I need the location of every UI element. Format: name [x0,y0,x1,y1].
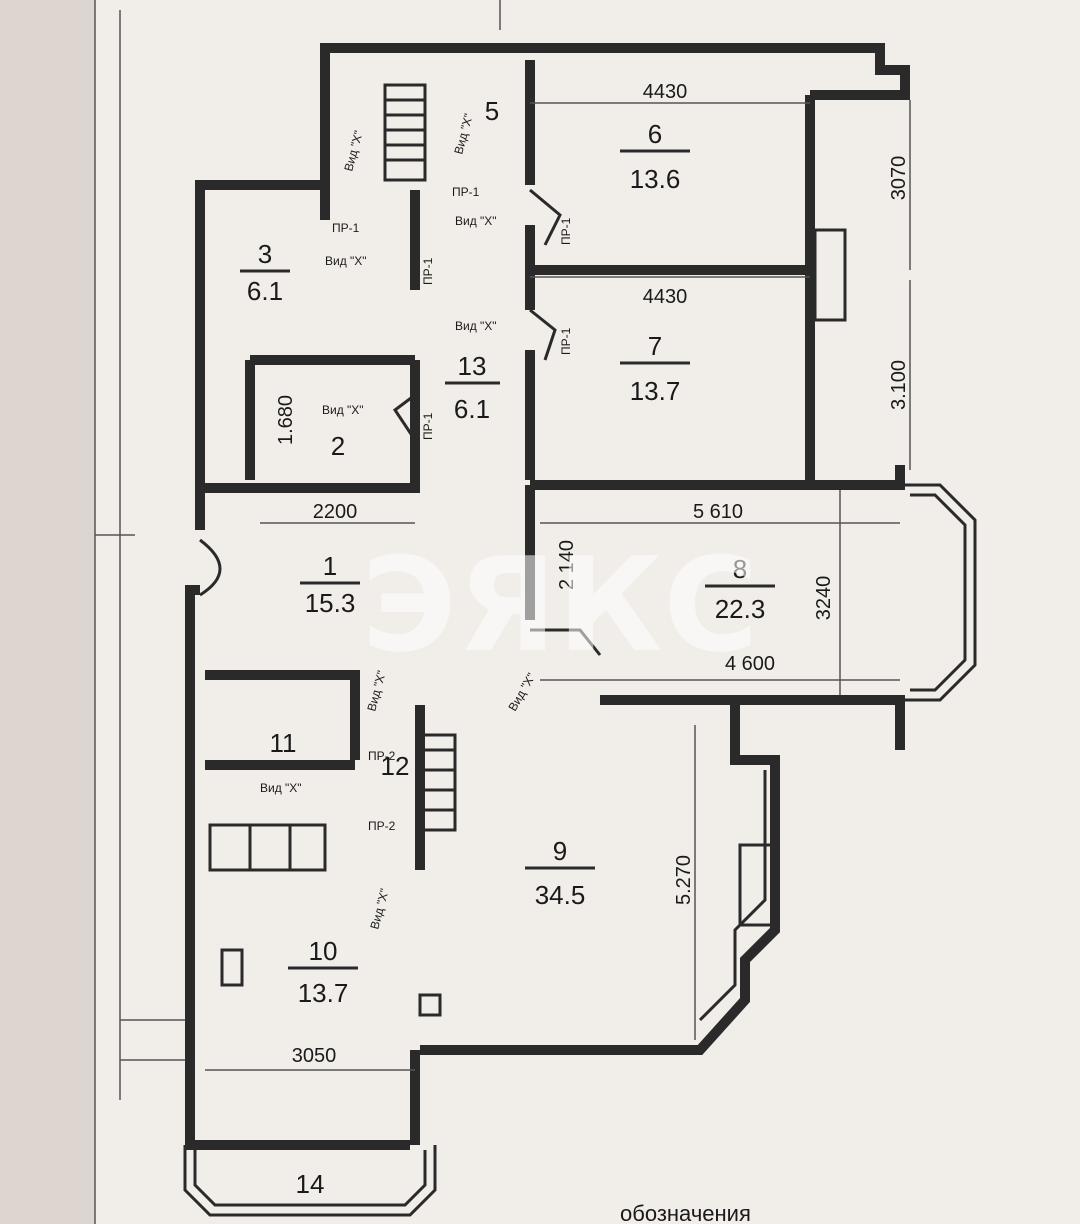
room-14: 14 [296,1169,325,1199]
room-10-area: 13.7 [298,978,349,1008]
room-2: 2 [331,431,345,461]
room-11: 11 [270,728,297,758]
room-6: 6 13.6 [620,119,690,194]
dim-2140: 2 140 [556,540,578,590]
room-5: 5 [485,96,499,126]
room-labels: 1 15.3 2 3 6.1 5 6 13.6 7 13.7 8 22.3 [240,96,775,1199]
room-9: 9 34.5 [525,836,595,910]
room-1-number: 1 [323,551,337,581]
note-vid-x-6: Вид "X" [322,403,364,417]
room-12: 12 [381,751,410,781]
walls [183,43,977,1217]
stairs [383,83,457,832]
room-13-area: 6.1 [454,394,490,424]
room-9-area: 34.5 [535,880,586,910]
note-pr1-5: ПР-1 [559,217,573,245]
room-7-area: 13.7 [630,376,681,406]
dim-4430-top: 4430 [643,81,688,103]
room-11-number: 11 [270,728,297,758]
note-pr2-2: ПР-2 [368,819,396,833]
note-pr1-3: ПР-1 [421,257,435,285]
note-pr1-4: ПР-1 [421,412,435,440]
room-14-number: 14 [296,1169,325,1199]
room-3-area: 6.1 [247,276,283,306]
note-vid-x-3: Вид "X" [455,214,497,228]
room-7: 7 13.7 [620,331,690,406]
room-3: 3 6.1 [240,239,290,306]
note-pr2-1: ПР-2 [368,749,396,763]
dimension-lines [205,100,911,1071]
room-6-number: 6 [648,119,662,149]
dimension-labels: 4430 4430 3070 3.100 1.680 2200 5 610 2 … [275,81,910,1067]
dim-3070: 3070 [888,156,910,201]
room-12-number: 12 [381,751,410,781]
dim-3240: 3240 [813,576,835,621]
dim-4600: 4 600 [725,653,775,675]
room-13-number: 13 [458,351,487,381]
room-6-area: 13.6 [630,164,681,194]
note-pr1-1: ПР-1 [452,185,480,199]
room-7-number: 7 [648,331,662,361]
note-vid-x-9: Вид "X" [260,781,302,795]
room-1-area: 15.3 [305,588,356,618]
legend-text: обозначения [620,1201,751,1224]
note-pr1-2: ПР-1 [332,221,360,235]
room-10: 10 13.7 [288,936,358,1008]
room-5-number: 5 [485,96,499,126]
dim-2200: 2200 [313,501,358,523]
watermark: ЭЯКС [361,529,758,681]
room-8-area: 22.3 [715,594,766,624]
room-8-number: 8 [733,554,747,584]
dim-3050: 3050 [292,1045,337,1067]
dim-5610: 5 610 [693,501,743,523]
dim-4430-mid: 4430 [643,286,688,308]
room-13: 13 6.1 [445,351,500,424]
room-10-number: 10 [309,936,338,966]
room-9-number: 9 [553,836,567,866]
room-2-number: 2 [331,431,345,461]
paper-sheet [95,0,1080,1224]
room-3-number: 3 [258,239,272,269]
dim-1680: 1.680 [275,395,297,445]
dim-5270: 5.270 [673,855,695,905]
room-1: 1 15.3 [300,551,360,618]
room-8: 8 22.3 [705,554,775,624]
note-vid-x-5: Вид "X" [455,319,497,333]
note-vid-x-4: Вид "X" [325,254,367,268]
note-pr1-6: ПР-1 [559,327,573,355]
dim-3100: 3.100 [888,360,910,410]
